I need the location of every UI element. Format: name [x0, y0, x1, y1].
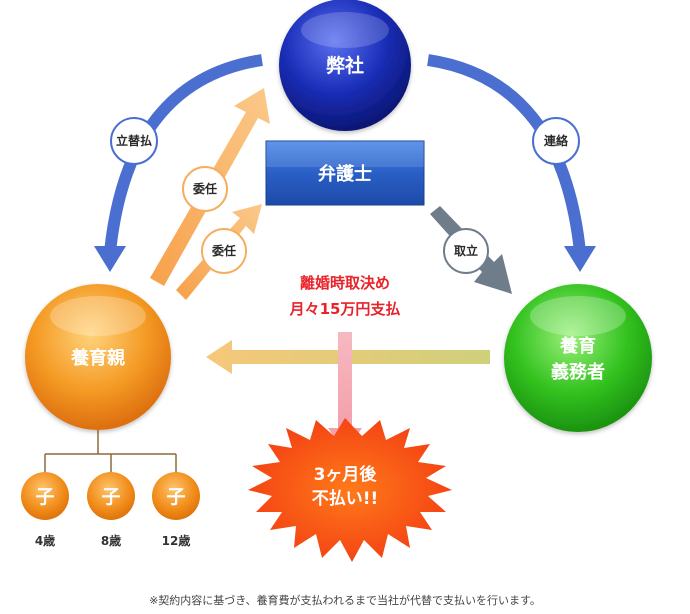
agreement-line-2: 月々15万円支払	[289, 300, 401, 318]
nonpayment-arrow	[328, 332, 362, 452]
child-1: 子 4歳	[21, 472, 69, 548]
delegate-lower-label: 委任	[211, 243, 236, 258]
contact-badge: 連絡	[532, 117, 580, 165]
nonpayment-burst: 3ヶ月後 不払い!!	[248, 418, 452, 562]
recipient-label: 養育親	[70, 347, 125, 369]
company-node: 弊社	[279, 0, 411, 131]
obligor-label-line-1: 養育	[559, 335, 596, 357]
child-3-label: 子	[166, 486, 185, 508]
footnote: ※契約内容に基づき、養育費が支払われるまで当社が代替で支払いを行います。	[149, 593, 541, 607]
advance-payment-badge: 立替払	[110, 117, 158, 165]
delegate-lower-badge: 委任	[201, 228, 247, 274]
lawyer-label: 弁護士	[318, 163, 372, 185]
obligor-node: 養育 義務者	[504, 284, 652, 432]
collection-label: 取立	[454, 243, 478, 258]
child-3: 子 12歳	[152, 472, 200, 548]
children-tree	[44, 430, 177, 474]
burst-line-1: 3ヶ月後	[314, 464, 378, 485]
delegate-upper-label: 委任	[192, 181, 217, 196]
agreement-line-1: 離婚時取決め	[300, 274, 390, 292]
recipient-node: 養育親	[25, 284, 171, 430]
child-3-age: 12歳	[162, 533, 191, 548]
burst-line-2: 不払い!!	[312, 488, 379, 509]
child-1-label: 子	[35, 486, 54, 508]
company-label: 弊社	[326, 54, 364, 77]
child-2-label: 子	[101, 486, 120, 508]
advance-payment-label: 立替払	[116, 133, 152, 148]
child-2-age: 8歳	[101, 533, 121, 548]
advance-payment-arrow	[94, 54, 263, 272]
contact-arrow	[427, 54, 596, 272]
child-1-age: 4歳	[35, 533, 55, 548]
obligor-label-line-2: 義務者	[551, 361, 605, 383]
collection-badge: 取立	[443, 228, 489, 274]
lawyer-node: 弁護士	[265, 140, 425, 206]
contact-label: 連絡	[544, 133, 569, 148]
delegate-upper-badge: 委任	[182, 166, 228, 212]
child-2: 子 8歳	[87, 472, 135, 548]
